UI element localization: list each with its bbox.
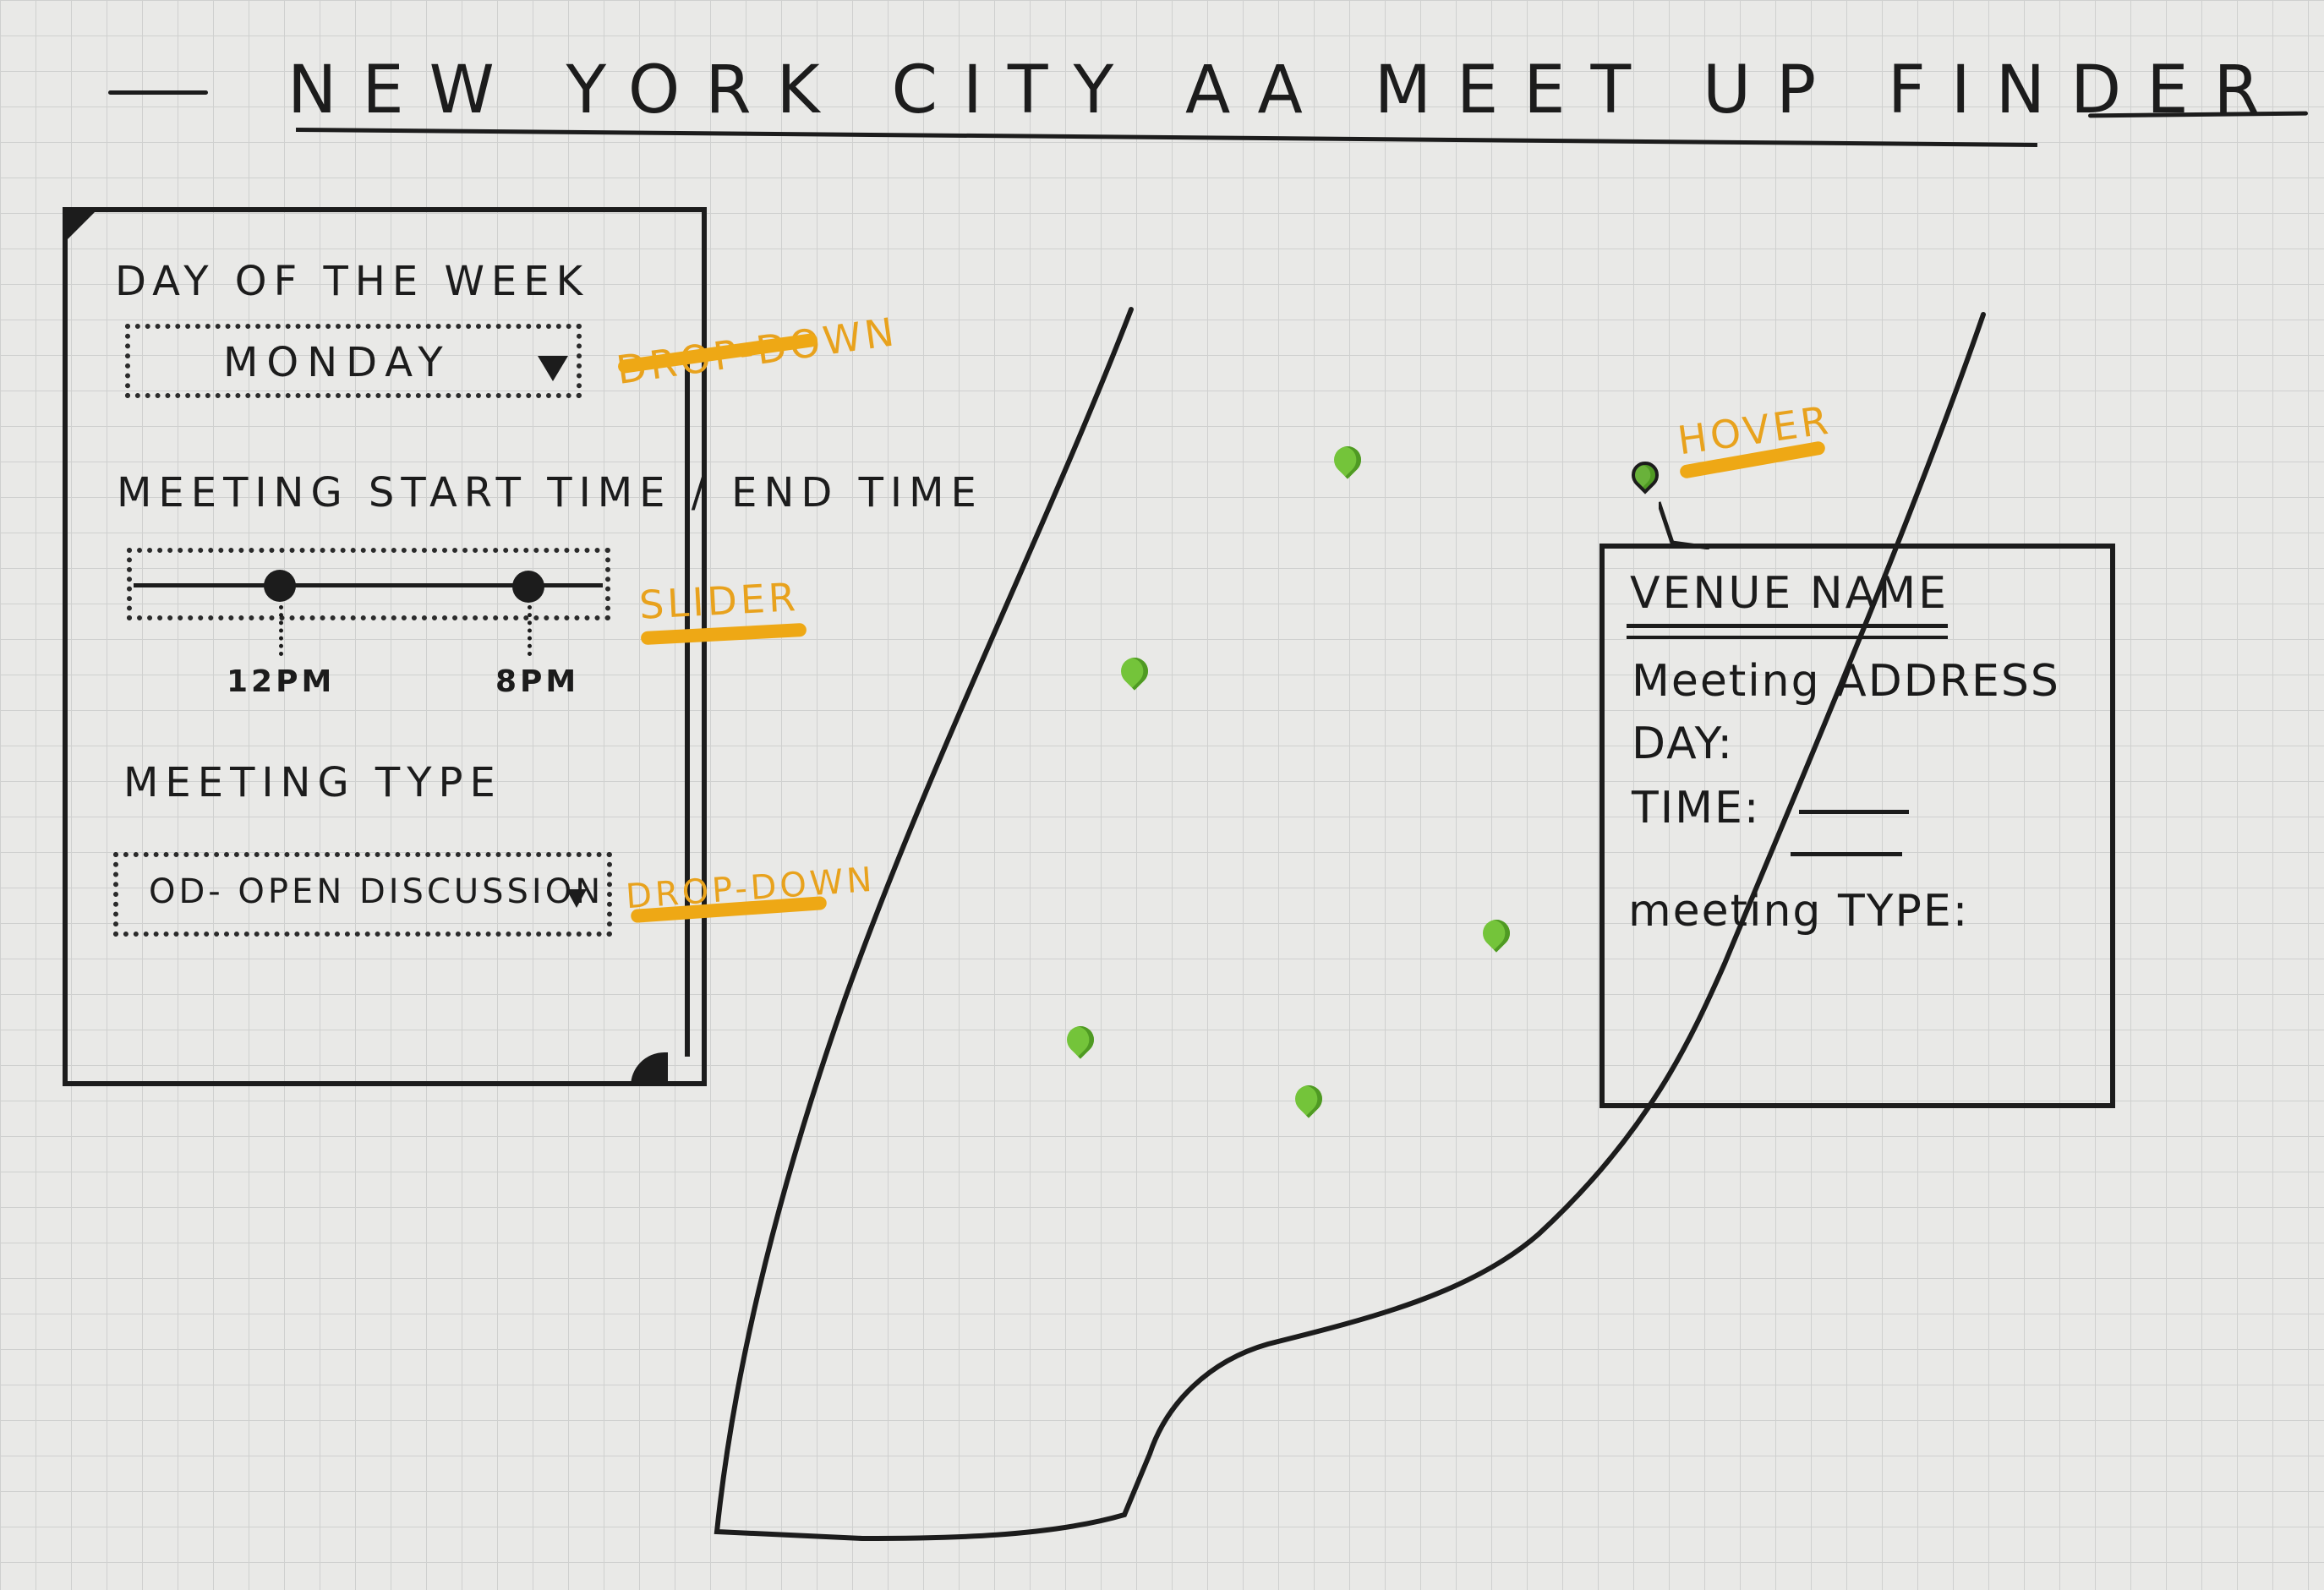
- time-slider-box: [127, 548, 610, 620]
- filter-panel: [63, 207, 707, 1086]
- day-dropdown-value: MONDAY: [223, 339, 451, 386]
- slider-end-handle[interactable]: [512, 571, 544, 603]
- chevron-down-icon: [538, 356, 568, 381]
- panel-resize-handle[interactable]: [631, 1052, 668, 1086]
- panel-scrollbar[interactable]: [685, 355, 690, 1057]
- location-pin-icon: [1477, 914, 1516, 953]
- meeting-type-dropdown[interactable]: OD- OPEN DISCUSSION: [113, 852, 612, 937]
- venue-name-underline-2: [1627, 636, 1948, 639]
- day-dropdown[interactable]: MONDAY: [125, 324, 582, 398]
- time-slider-track[interactable]: [134, 583, 603, 587]
- map-pin[interactable]: [1328, 440, 1367, 485]
- slider-start-label: 12PM: [227, 664, 336, 699]
- meeting-day: DAY:: [1632, 719, 1735, 769]
- start-tick: [279, 605, 283, 656]
- location-pin-icon: [1328, 440, 1367, 479]
- map-pin-hovered[interactable]: [1626, 456, 1665, 500]
- map-pin[interactable]: [1061, 1020, 1100, 1065]
- location-pin-icon: [1626, 456, 1665, 494]
- map-pin[interactable]: [1289, 1079, 1328, 1124]
- location-pin-icon: [1289, 1079, 1328, 1118]
- panel-corner-marker: [63, 207, 100, 244]
- page-title: NEW YORK CITY AA MEET UP FINDER: [287, 52, 2285, 128]
- time-blank-start: [1799, 810, 1909, 814]
- meeting-type-value: OD- OPEN DISCUSSION: [149, 872, 604, 911]
- meeting-type-label: MEETING TYPE: [123, 759, 502, 806]
- meeting-type: meeting TYPE:: [1628, 886, 1970, 937]
- card-pointer: [1659, 501, 1709, 549]
- slider-end-label: 8PM: [495, 664, 580, 699]
- meeting-time-label: MEETING START TIME / END TIME: [117, 469, 983, 516]
- time-blank-end: [1791, 852, 1902, 856]
- meeting-time: TIME:: [1632, 783, 1761, 833]
- map-pin[interactable]: [1115, 652, 1154, 697]
- venue-info-card: [1599, 544, 2115, 1108]
- location-pin-icon: [1115, 652, 1154, 691]
- map-pin[interactable]: [1477, 914, 1516, 959]
- header-rule-left: [108, 90, 208, 95]
- slider-start-handle[interactable]: [264, 570, 296, 602]
- meeting-address: Meeting ADDRESS: [1632, 656, 2060, 707]
- chevron-down-icon: [566, 889, 587, 908]
- venue-name-underline: [1627, 624, 1948, 628]
- location-pin-icon: [1061, 1020, 1100, 1059]
- slider-annotation: SLIDER: [637, 574, 801, 628]
- end-tick: [528, 605, 532, 656]
- venue-name: VENUE NAME: [1630, 568, 1949, 619]
- day-of-week-label: DAY OF THE WEEK: [115, 258, 590, 305]
- title-underline: [296, 128, 2037, 147]
